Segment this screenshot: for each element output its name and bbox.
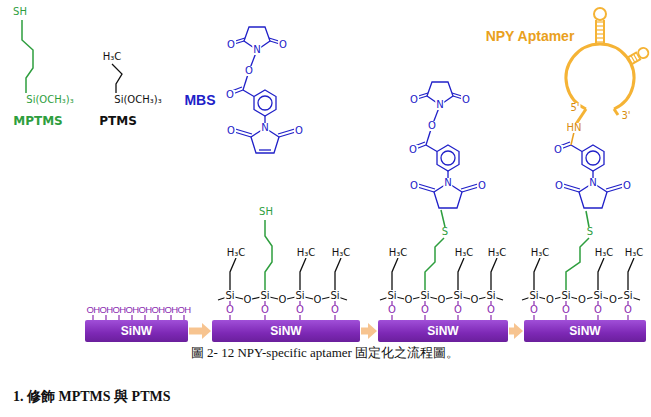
nanowire-label: SiNW bbox=[121, 325, 152, 337]
step-arrow bbox=[361, 323, 377, 339]
atom-label: S bbox=[586, 227, 594, 237]
atom-label: O bbox=[622, 181, 632, 191]
atom-label: O bbox=[608, 295, 618, 305]
atom-label: Si bbox=[419, 291, 430, 301]
atom-label: S bbox=[441, 227, 449, 237]
aptamer-name: NPY Aptamer bbox=[485, 29, 576, 43]
oxygen-label: O bbox=[486, 305, 496, 315]
atom-label: H₃C bbox=[624, 248, 645, 258]
nanowire-label: SiNW bbox=[270, 325, 301, 337]
nanowire-bar: SiNW bbox=[85, 320, 188, 342]
atom-label: Si bbox=[294, 291, 305, 301]
atom-label: O bbox=[226, 40, 236, 50]
atom-label: Si bbox=[560, 291, 571, 301]
oxygen-label: O bbox=[330, 305, 340, 315]
oxygen-label: O bbox=[593, 305, 603, 315]
atom-label: H₃C bbox=[296, 248, 317, 258]
atom-label: Si(OCH₃)₃ bbox=[113, 95, 162, 105]
oxygen-label: O bbox=[453, 305, 463, 315]
hydroxyl-label: OH bbox=[99, 305, 112, 315]
atom-label: H₃C bbox=[226, 248, 247, 258]
oxygen-label: O bbox=[295, 305, 305, 315]
nanowire-bar: SiNW bbox=[212, 320, 360, 342]
atom-label: Si bbox=[259, 291, 270, 301]
atom-label: O bbox=[408, 145, 418, 155]
atom-label: O bbox=[225, 90, 235, 100]
atom-label: N bbox=[260, 123, 269, 133]
atom-label: O bbox=[470, 295, 480, 305]
atom-label: O bbox=[409, 181, 419, 191]
atom-label: Si bbox=[592, 291, 603, 301]
section-heading: 1. 修飾 MPTMS 與 PTMS bbox=[12, 390, 172, 404]
hydroxyl-label: OH bbox=[138, 305, 151, 315]
atom-label: O bbox=[278, 295, 288, 305]
aptamer-label: 5' bbox=[569, 103, 580, 113]
atom-label: H₃C bbox=[102, 52, 123, 62]
step-arrow bbox=[189, 323, 211, 339]
step-arrow bbox=[509, 323, 523, 339]
hydroxyl-label: OH bbox=[151, 305, 164, 315]
atom-label: O bbox=[477, 181, 487, 191]
aptamer-label: HN bbox=[566, 123, 583, 133]
atom-label: O bbox=[404, 295, 414, 305]
nanowire-label: SiNW bbox=[569, 325, 600, 337]
atom-label: SH bbox=[258, 207, 274, 217]
atom-label: H₃C bbox=[594, 248, 615, 258]
oxygen-label: O bbox=[529, 305, 539, 315]
atom-label: H₃C bbox=[530, 248, 551, 258]
reagent-name: MPTMS bbox=[12, 115, 64, 127]
atom-label: Si(OCH₃)₃ bbox=[25, 95, 74, 105]
atom-label: H₃C bbox=[388, 248, 409, 258]
atom-label: H₃C bbox=[454, 248, 475, 258]
atom-label: N bbox=[435, 100, 444, 110]
atom-label: N bbox=[252, 45, 261, 55]
atom-label: O bbox=[554, 181, 564, 191]
oxygen-label: O bbox=[387, 305, 397, 315]
atom-label: O bbox=[545, 295, 555, 305]
nanowire-bar: SiNW bbox=[378, 320, 508, 342]
hydroxyl-label: OH bbox=[112, 305, 125, 315]
nanowire-bar: SiNW bbox=[524, 320, 646, 342]
hydroxyl-label: OH bbox=[125, 305, 138, 315]
atom-label: O bbox=[437, 295, 447, 305]
atom-label: N bbox=[443, 178, 452, 188]
atom-label: O bbox=[427, 121, 437, 131]
atom-label: N bbox=[588, 178, 597, 188]
atom-label: O bbox=[577, 295, 587, 305]
oxygen-label: O bbox=[623, 305, 633, 315]
atom-label: O bbox=[243, 295, 253, 305]
reagent-name: MBS bbox=[183, 93, 216, 107]
atom-label: SH bbox=[12, 7, 28, 17]
hydroxyl-label: OH bbox=[86, 305, 99, 315]
atom-label: H₃C bbox=[331, 248, 352, 258]
hydroxyl-label: OH bbox=[177, 305, 190, 315]
atom-label: Si bbox=[485, 291, 496, 301]
atom-label: O bbox=[461, 95, 471, 105]
reagent-name: PTMS bbox=[98, 115, 138, 127]
atom-label: Si bbox=[528, 291, 539, 301]
atom-label: Si bbox=[386, 291, 397, 301]
atom-label: Si bbox=[622, 291, 633, 301]
atom-label: O bbox=[294, 126, 304, 136]
nanowire-label: SiNW bbox=[427, 325, 458, 337]
atom-label: O bbox=[313, 295, 323, 305]
atom-label: O bbox=[244, 66, 254, 76]
figure-caption: 圖 2- 12 NPY-specific aptamer 固定化之流程圖。 bbox=[191, 344, 459, 362]
atom-label: O bbox=[553, 145, 563, 155]
hydroxyl-label: OH bbox=[164, 305, 177, 315]
oxygen-label: O bbox=[420, 305, 430, 315]
atom-label: H₃C bbox=[487, 248, 508, 258]
oxygen-label: O bbox=[260, 305, 270, 315]
oxygen-label: O bbox=[225, 305, 235, 315]
aptamer-label: 3' bbox=[620, 111, 631, 121]
atom-label: O bbox=[409, 95, 419, 105]
atom-label: Si bbox=[329, 291, 340, 301]
oxygen-label: O bbox=[561, 305, 571, 315]
atom-label: O bbox=[278, 40, 288, 50]
atom-label: O bbox=[226, 126, 236, 136]
atom-label: Si bbox=[224, 291, 235, 301]
atom-label: Si bbox=[452, 291, 463, 301]
